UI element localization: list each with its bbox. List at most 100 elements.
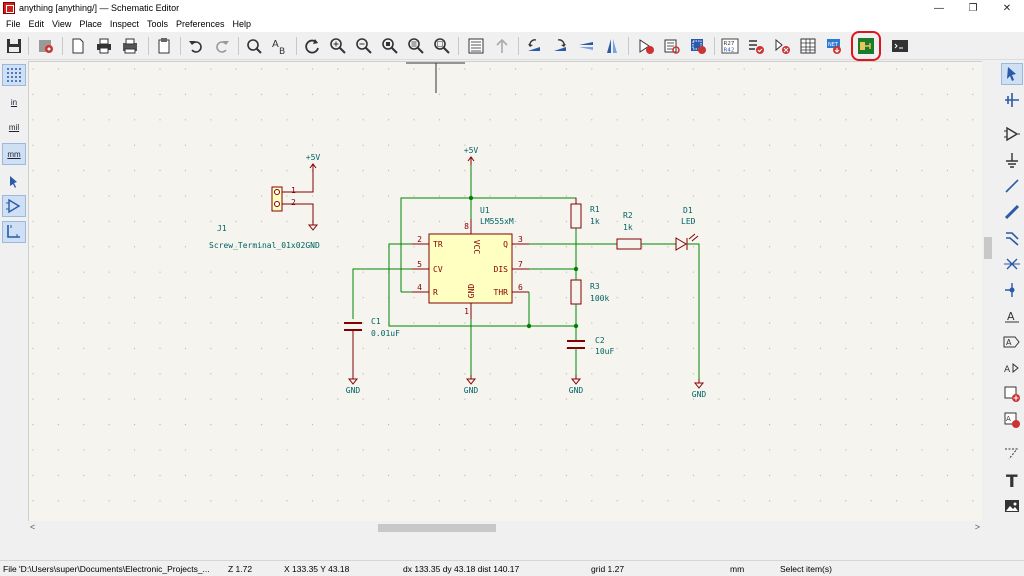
no-connect-icon[interactable] xyxy=(1001,253,1023,275)
add-hier-label-icon[interactable]: A xyxy=(1001,357,1023,379)
switch-to-pcb-icon[interactable] xyxy=(851,31,881,61)
menu-edit[interactable]: Edit xyxy=(28,19,45,29)
gnd-label[interactable]: GND xyxy=(346,386,361,395)
add-image-icon[interactable] xyxy=(1001,495,1023,517)
menu-file[interactable]: File xyxy=(6,19,21,29)
r1-ref[interactable]: R1 xyxy=(590,205,600,214)
menu-help[interactable]: Help xyxy=(232,19,251,29)
u1-pin-num[interactable]: 5 xyxy=(417,260,422,269)
schematic-setup-icon[interactable] xyxy=(36,36,56,56)
zoom-selection-icon[interactable] xyxy=(432,36,452,56)
menu-place[interactable]: Place xyxy=(79,19,102,29)
scroll-right-arrow-icon[interactable]: > xyxy=(974,522,980,532)
c1-ref[interactable]: C1 xyxy=(371,317,381,326)
wire[interactable] xyxy=(687,243,700,379)
add-bus-entry-icon[interactable] xyxy=(1001,227,1023,249)
leave-sheet-icon[interactable] xyxy=(492,36,512,56)
rotate-cw-icon[interactable] xyxy=(550,36,570,56)
add-text-icon[interactable]: T xyxy=(1001,469,1023,491)
scroll-left-arrow-icon[interactable]: < xyxy=(30,522,36,532)
r3-ref[interactable]: R3 xyxy=(590,282,600,291)
u1-pin-num[interactable]: 4 xyxy=(417,283,422,292)
undo-icon[interactable] xyxy=(186,36,206,56)
r3-value[interactable]: 100k xyxy=(590,294,609,303)
save-icon[interactable] xyxy=(4,36,24,56)
add-global-label-icon[interactable]: A xyxy=(1001,331,1023,353)
j1-power-wire[interactable] xyxy=(289,164,314,193)
u1-pin-num[interactable]: 8 xyxy=(464,222,469,231)
j1-pin-num[interactable]: 1 xyxy=(291,186,296,195)
find-icon[interactable] xyxy=(244,36,264,56)
mirror-h-icon[interactable] xyxy=(602,36,622,56)
add-wire-icon[interactable] xyxy=(1001,175,1023,197)
u1-ref[interactable]: U1 xyxy=(480,206,490,215)
gnd-label[interactable]: GND xyxy=(569,386,584,395)
erc-icon[interactable] xyxy=(746,36,766,56)
u1-pin-name[interactable]: VCC xyxy=(472,240,481,255)
d1-ref[interactable]: D1 xyxy=(683,206,693,215)
j1-pin1-icon[interactable] xyxy=(274,189,280,195)
schematic-sheet[interactable]: 12+5VJ1Screw_Terminal_01x02GNDU1LM555xM2… xyxy=(29,62,994,523)
u1-pin-num[interactable]: 7 xyxy=(518,260,523,269)
j1-value[interactable]: Screw_Terminal_01x02GND xyxy=(209,241,320,250)
grid-toggle-icon[interactable] xyxy=(2,64,26,86)
u1-pin-name[interactable]: TR xyxy=(433,240,443,249)
u1-pin-name[interactable]: R xyxy=(433,288,438,297)
select-tool-icon[interactable] xyxy=(1001,63,1023,85)
units-mil-button[interactable]: mil xyxy=(8,122,20,132)
plot-icon[interactable] xyxy=(120,36,140,56)
gnd-symbol[interactable] xyxy=(570,378,582,385)
minimize-button[interactable]: — xyxy=(934,2,944,14)
menu-view[interactable]: View xyxy=(52,19,72,29)
highlight-net-icon[interactable] xyxy=(1001,89,1023,111)
symbol-browser-icon[interactable] xyxy=(662,36,682,56)
cursor-crosshair-icon[interactable] xyxy=(2,171,26,193)
vertical-scroll-thumb[interactable] xyxy=(984,237,992,259)
horizontal-scroll-thumb[interactable] xyxy=(378,524,496,532)
j1-pin2-icon[interactable] xyxy=(274,201,280,207)
u1-pin-num[interactable]: 1 xyxy=(464,307,469,316)
units-inch-button[interactable]: in xyxy=(10,97,18,107)
bom-icon[interactable] xyxy=(772,36,792,56)
add-sheet-icon[interactable] xyxy=(1001,383,1023,405)
menu-inspect[interactable]: Inspect xyxy=(109,19,139,29)
d1-value[interactable]: LED xyxy=(681,217,696,226)
add-bus-icon[interactable] xyxy=(1001,201,1023,223)
import-sheet-pin-icon[interactable]: A xyxy=(1001,409,1023,431)
symbol-editor-icon[interactable] xyxy=(636,36,656,56)
u1-pin-name[interactable]: Q xyxy=(503,240,508,249)
print-icon[interactable] xyxy=(94,36,114,56)
paste-icon[interactable] xyxy=(154,36,174,56)
r2-value[interactable]: 1k xyxy=(623,223,633,232)
menu-tools[interactable]: Tools xyxy=(146,19,168,29)
d1-led-icon[interactable] xyxy=(675,237,687,251)
gnd-symbol[interactable] xyxy=(693,382,705,389)
j1-ref[interactable]: J1 xyxy=(217,224,227,233)
zoom-objects-icon[interactable] xyxy=(406,36,426,56)
edit-fields-icon[interactable] xyxy=(798,36,818,56)
page-setup-icon[interactable] xyxy=(68,36,88,56)
gnd-symbol[interactable] xyxy=(347,378,359,385)
j1-pin-num[interactable]: 2 xyxy=(291,198,296,207)
rotate-ccw-icon[interactable] xyxy=(524,36,544,56)
u1-pin-name[interactable]: GND xyxy=(467,284,476,299)
line-mode-icon[interactable] xyxy=(2,221,26,243)
add-power-icon[interactable] xyxy=(1001,149,1023,171)
add-symbol-icon[interactable] xyxy=(1001,123,1023,145)
r1-value[interactable]: 1k xyxy=(590,217,600,226)
j1-gnd-symbol[interactable] xyxy=(307,224,319,231)
refresh-icon[interactable] xyxy=(302,36,322,56)
power-5v-label[interactable]: +5V xyxy=(306,153,321,162)
zoom-in-icon[interactable] xyxy=(328,36,348,56)
footprint-assign-icon[interactable] xyxy=(688,36,708,56)
gnd-label[interactable]: GND xyxy=(464,386,479,395)
j1-gnd-wire[interactable] xyxy=(289,203,314,225)
scripting-console-icon[interactable] xyxy=(890,36,910,56)
zoom-fit-icon[interactable] xyxy=(380,36,400,56)
redo-icon[interactable] xyxy=(212,36,232,56)
restore-button[interactable]: ❐ xyxy=(968,2,978,14)
mirror-v-icon[interactable] xyxy=(576,36,596,56)
